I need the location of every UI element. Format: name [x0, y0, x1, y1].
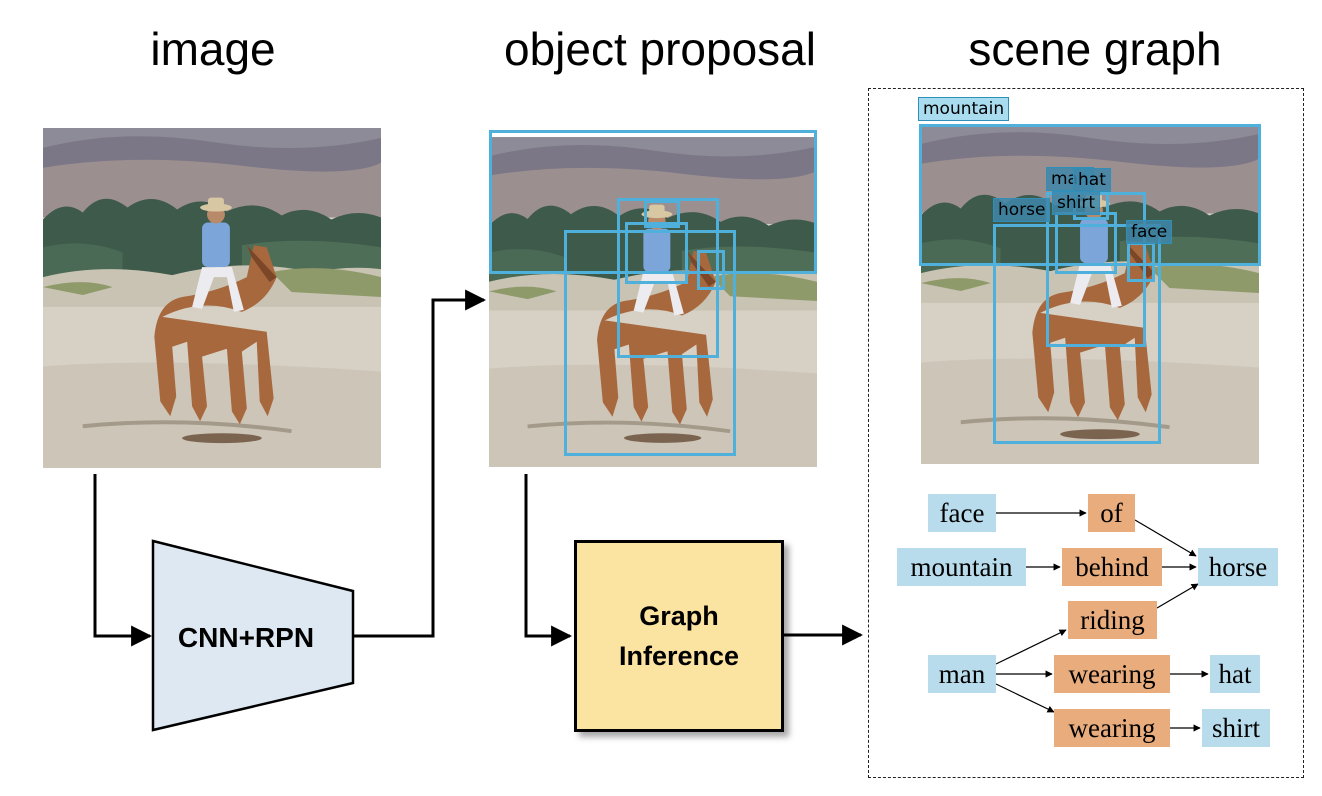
scene-label-mountain: mountain	[918, 97, 1010, 121]
cnn-rpn-label: CNN+RPN	[178, 622, 314, 653]
heading-image: image	[150, 23, 276, 75]
graph-inference-box: Graph Inference	[574, 540, 784, 732]
scene-graph-image	[919, 124, 1261, 464]
cnn-rpn-trapezoid	[151, 539, 355, 732]
heading-scene-graph: scene graph	[968, 23, 1222, 75]
node-shirt: shirt	[1202, 709, 1270, 747]
scene-label-hat: hat	[1073, 168, 1111, 192]
graph-inference-label-line2: Inference	[618, 641, 740, 671]
proposal-image	[489, 130, 817, 474]
input-image-picture	[43, 127, 381, 469]
heading-object-proposal: object proposal	[504, 23, 816, 75]
scene-box-mountain	[919, 124, 1261, 266]
arrow-image-to-cnn	[93, 474, 153, 647]
proposal-box-horse	[564, 230, 736, 456]
node-riding: riding	[1068, 601, 1157, 639]
node-wearing-hat: wearing	[1054, 655, 1170, 693]
proposal-box-hat	[644, 200, 680, 228]
node-hat: hat	[1210, 655, 1260, 693]
arrow-proposal-to-graph	[524, 474, 573, 647]
proposal-box-mountain	[489, 130, 817, 274]
scene-label-shirt: shirt	[1052, 191, 1101, 215]
node-of: of	[1088, 494, 1135, 532]
proposal-box-man	[617, 198, 719, 358]
node-horse: horse	[1198, 548, 1278, 586]
node-man: man	[928, 655, 996, 693]
node-face: face	[928, 494, 996, 532]
scene-label-face: face	[1126, 220, 1173, 244]
proposal-box-shirt	[625, 222, 688, 284]
input-image	[43, 127, 381, 469]
scene-label-horse: horse	[993, 198, 1051, 222]
node-behind: behind	[1062, 548, 1162, 586]
scene-box-face	[1127, 242, 1155, 282]
scene-box-horse	[993, 224, 1161, 444]
node-mountain: mountain	[897, 548, 1026, 586]
scene-graph-panel	[868, 88, 1304, 778]
node-wearing-shirt: wearing	[1054, 709, 1170, 747]
graph-inference-label-line1: Graph	[639, 601, 719, 631]
proposal-box-face	[697, 250, 725, 290]
